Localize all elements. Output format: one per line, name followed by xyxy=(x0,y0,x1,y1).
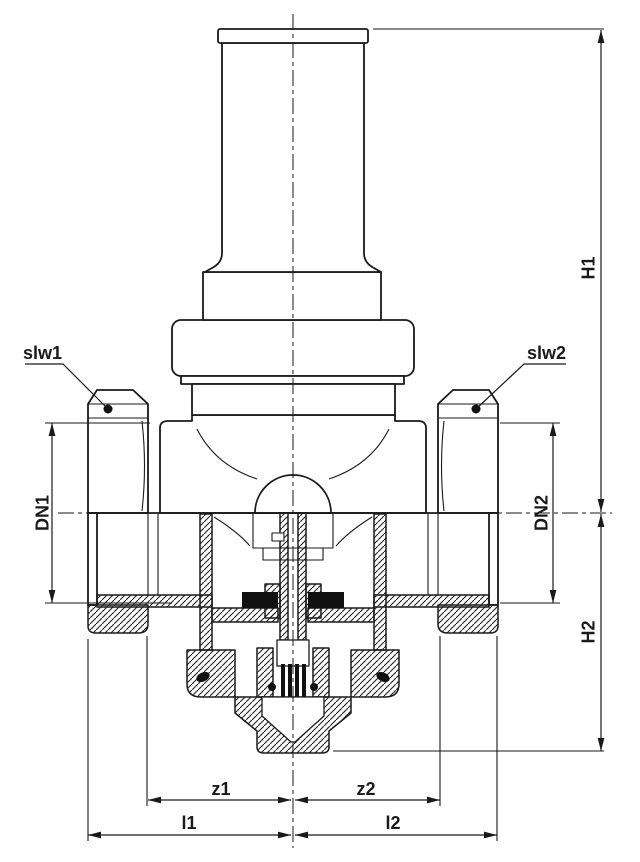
stem-wall-left xyxy=(279,512,289,641)
label-z2: z2 xyxy=(356,779,375,799)
cartridge-skirt-left xyxy=(199,513,213,651)
strainer-slot xyxy=(281,664,285,697)
dimension-lines xyxy=(48,30,605,839)
leader-dot-slw1 xyxy=(103,404,113,414)
end-wall-right xyxy=(437,604,499,634)
strainer-slot xyxy=(295,664,299,697)
o-ring-inner-right xyxy=(310,683,318,691)
extension-lines xyxy=(45,28,604,841)
cartridge-skirt-right xyxy=(373,513,387,651)
leader-dot-slw2 xyxy=(471,404,481,414)
label-l2: l2 xyxy=(385,813,400,833)
strainer-slot xyxy=(288,664,292,697)
pipe-wall-left xyxy=(87,512,98,606)
label-h2: H2 xyxy=(578,620,598,643)
leader-slw2 xyxy=(475,363,566,410)
pipe-wall-right xyxy=(488,512,499,606)
diaphragm-seal-left xyxy=(242,592,278,608)
nut-left-curve xyxy=(141,420,146,512)
o-ring-right xyxy=(376,671,390,683)
union-nut-left xyxy=(87,389,149,514)
leader-lines xyxy=(25,363,566,414)
stem-pin xyxy=(271,532,285,542)
union-nut-right xyxy=(437,389,499,514)
nut-right-curve xyxy=(440,420,445,512)
body-funnel-arc-right xyxy=(328,428,390,480)
diaphragm-edge-right xyxy=(335,516,373,547)
end-wall-left xyxy=(87,604,149,634)
lower-flange-right xyxy=(350,649,400,698)
spring-housing-upper xyxy=(202,271,382,321)
strainer-slot xyxy=(302,664,306,697)
label-slw1: slw1 xyxy=(23,343,62,363)
label-dn2: DN2 xyxy=(531,495,551,531)
label-h1: H1 xyxy=(578,256,598,279)
label-dn1: DN1 xyxy=(32,495,52,531)
lower-flange-left xyxy=(186,649,236,698)
label-slw2: slw2 xyxy=(527,343,566,363)
centerlines xyxy=(58,14,612,848)
label-z1: z1 xyxy=(211,779,230,799)
leader-slw1 xyxy=(25,363,109,410)
o-ring-left xyxy=(196,671,210,683)
stem-wall-right xyxy=(297,512,307,641)
diaphragm-edge-left xyxy=(213,516,251,547)
diaphragm-seal-right xyxy=(308,592,344,608)
label-l1: l1 xyxy=(181,813,196,833)
body-funnel-arc-left xyxy=(196,428,258,480)
o-ring-inner-left xyxy=(268,683,276,691)
dimension-labels: slw1 slw2 DN1 DN2 H1 H2 z1 z2 l1 l2 xyxy=(23,256,598,833)
